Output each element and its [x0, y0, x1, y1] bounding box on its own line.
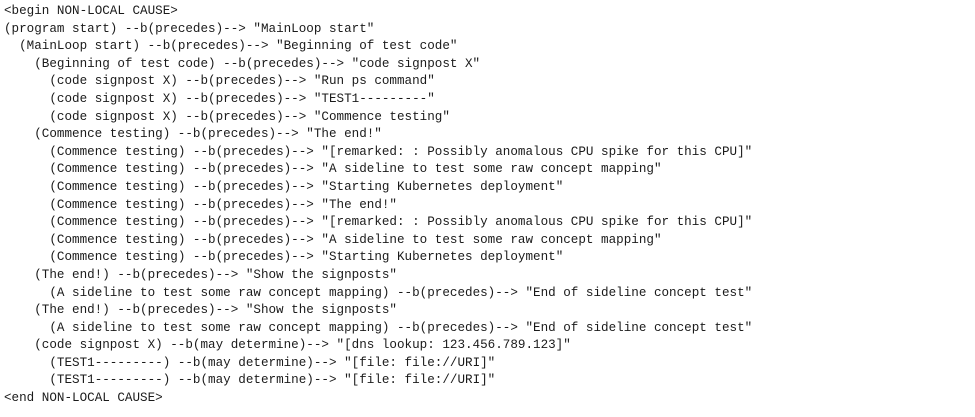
- trace-line: (code signpost X) --b(precedes)--> "TEST…: [49, 91, 435, 106]
- trace-line: (A sideline to test some raw concept map…: [49, 320, 753, 335]
- trace-line: (Commence testing) --b(precedes)--> "Sta…: [49, 250, 564, 265]
- trace-line: (code signpost X) --b(precedes)--> "Comm…: [49, 109, 450, 124]
- trace-line: (A sideline to test some raw concept map…: [49, 285, 753, 300]
- trace-line: <end NON-LOCAL CAUSE>: [4, 391, 163, 406]
- trace-line: (TEST1---------) --b(may determine)--> "…: [49, 373, 496, 388]
- trace-line: (Commence testing) --b(precedes)--> "[re…: [49, 144, 753, 159]
- trace-line: (code signpost X) --b(precedes)--> "Run …: [49, 74, 435, 89]
- trace-line: (The end!) --b(precedes)--> "Show the si…: [34, 303, 397, 318]
- trace-line: (code signpost X) --b(may determine)--> …: [34, 338, 571, 353]
- trace-line: (MainLoop start) --b(precedes)--> "Begin…: [19, 39, 458, 54]
- trace-line: (Commence testing) --b(precedes)--> "A s…: [49, 162, 662, 177]
- trace-line: (Beginning of test code) --b(precedes)--…: [34, 56, 481, 71]
- trace-line: (Commence testing) --b(precedes)--> "[re…: [49, 215, 753, 230]
- trace-line: (Commence testing) --b(precedes)--> "The…: [49, 197, 397, 212]
- trace-line: (TEST1---------) --b(may determine)--> "…: [49, 355, 496, 370]
- trace-line: (Commence testing) --b(precedes)--> "The…: [34, 127, 382, 142]
- trace-line: <begin NON-LOCAL CAUSE>: [4, 4, 178, 18]
- trace-line: (Commence testing) --b(precedes)--> "Sta…: [49, 179, 564, 194]
- trace-line: (program start) --b(precedes)--> "MainLo…: [4, 21, 375, 36]
- trace-line: (Commence testing) --b(precedes)--> "A s…: [49, 232, 662, 247]
- trace-line: (The end!) --b(precedes)--> "Show the si…: [34, 267, 397, 282]
